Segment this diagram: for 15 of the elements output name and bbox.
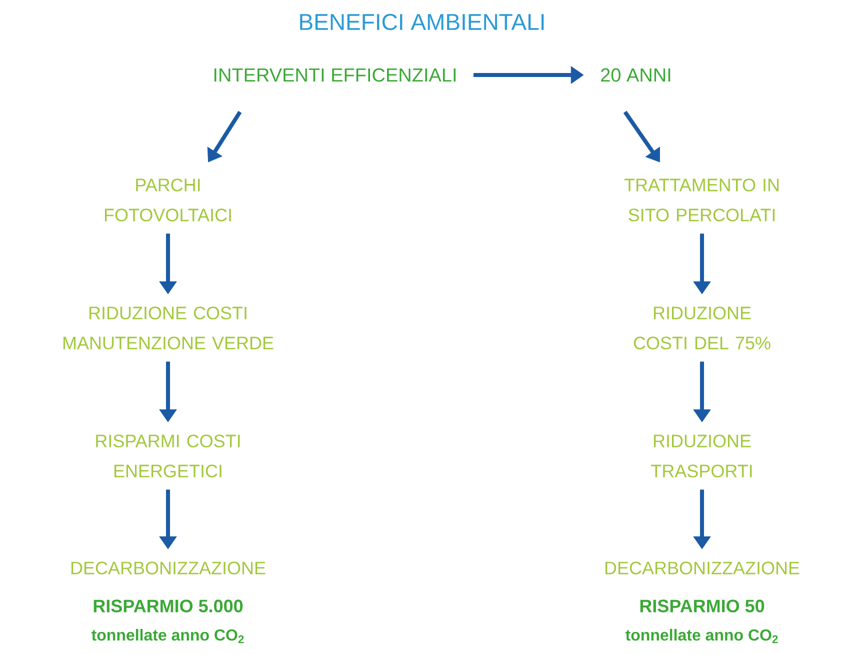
step-text: RIDUZIONE COSTI DEL 75% [634, 306, 770, 350]
title: BENEFICI AMBIENTALI [300, 14, 544, 30]
result-text: RISPARMIO 5.000 [94, 600, 243, 612]
step-text: RIDUZIONE TRASPORTI [651, 434, 752, 478]
result-text: tonnellate anno CO$_{2}$ [92, 628, 244, 644]
heading-text: INTERVENTI EFFICENZIALI [214, 68, 456, 82]
result-text: tonnellate anno CO$_{2}$ [626, 628, 778, 644]
step-text: DECARBONIZZAZIONE [605, 562, 800, 574]
step-text: DECARBONIZZAZIONE [71, 562, 266, 574]
step-text: RISPARMI COSTI ENERGETICI [96, 434, 240, 478]
result-text: RISPARMIO 50 [640, 600, 764, 612]
step-text: RIDUZIONE COSTI MANUTENZIONE VERDE [63, 306, 274, 350]
step-text: PARCHI FOTOVOLTAICI [104, 178, 231, 222]
step-text: TRATTAMENTO IN SITO PERCOLATI [624, 178, 779, 222]
heading-text: 20 ANNI [601, 68, 670, 82]
